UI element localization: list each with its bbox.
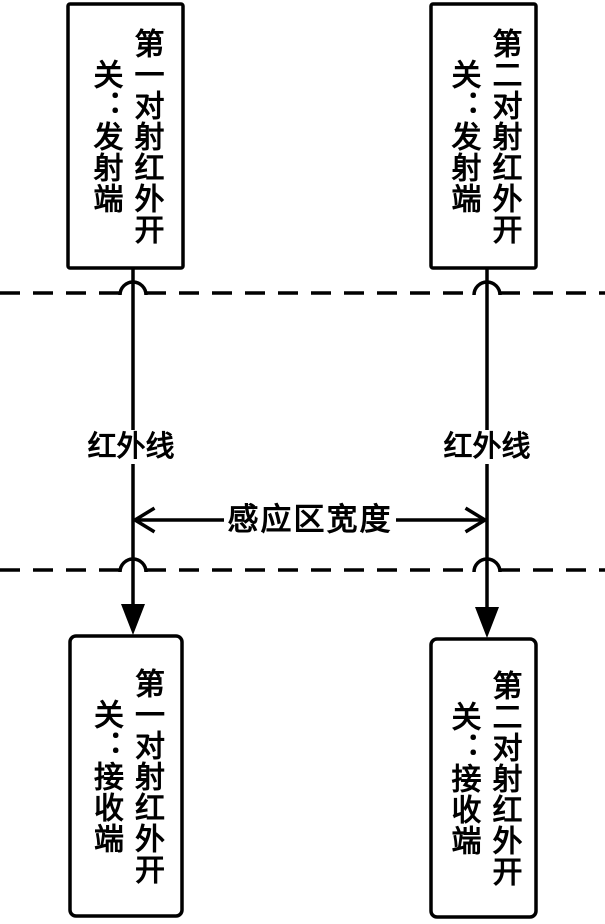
transmitter1-label-col1: 第一对射红外开 — [129, 27, 163, 245]
receiver1-box — [68, 634, 184, 918]
transmitter1-box — [66, 2, 185, 270]
width-arrowhead-left — [131, 506, 156, 534]
transmitter2-box — [429, 2, 538, 270]
sensing-zone-width-label: 感应区宽度 — [224, 501, 396, 539]
receiver2-label: 第二对射红外开 关：接收端 — [431, 639, 536, 917]
transmitter1-label-col2: 关：发射端 — [88, 58, 122, 214]
receiver2-label-col2: 关：接收端 — [446, 700, 480, 856]
receiver1-label-col1: 第一对射红外开 — [130, 667, 163, 885]
receiver1-label: 第一对射红外开 关：接收端 — [70, 636, 182, 916]
beam-arrowhead-left — [121, 604, 145, 635]
transmitter2-label: 第二对射红外开 关：发射端 — [431, 4, 536, 268]
receiver1-label-col2: 关：接收端 — [89, 698, 122, 854]
receiver2-box — [429, 637, 538, 919]
transmitter2-label-col1: 第二对射红外开 — [487, 27, 521, 245]
beam-arrowhead-right — [475, 607, 499, 638]
infrared-ray-label-right: 红外线 — [439, 430, 535, 464]
transmitter1-label: 第一对射红外开 关：发射端 — [68, 4, 183, 268]
width-arrowhead-right — [464, 506, 489, 534]
receiver2-label-col1: 第二对射红外开 — [487, 669, 521, 887]
transmitter2-label-col2: 关：发射端 — [446, 58, 480, 214]
infrared-ray-label-left: 红外线 — [83, 430, 179, 464]
